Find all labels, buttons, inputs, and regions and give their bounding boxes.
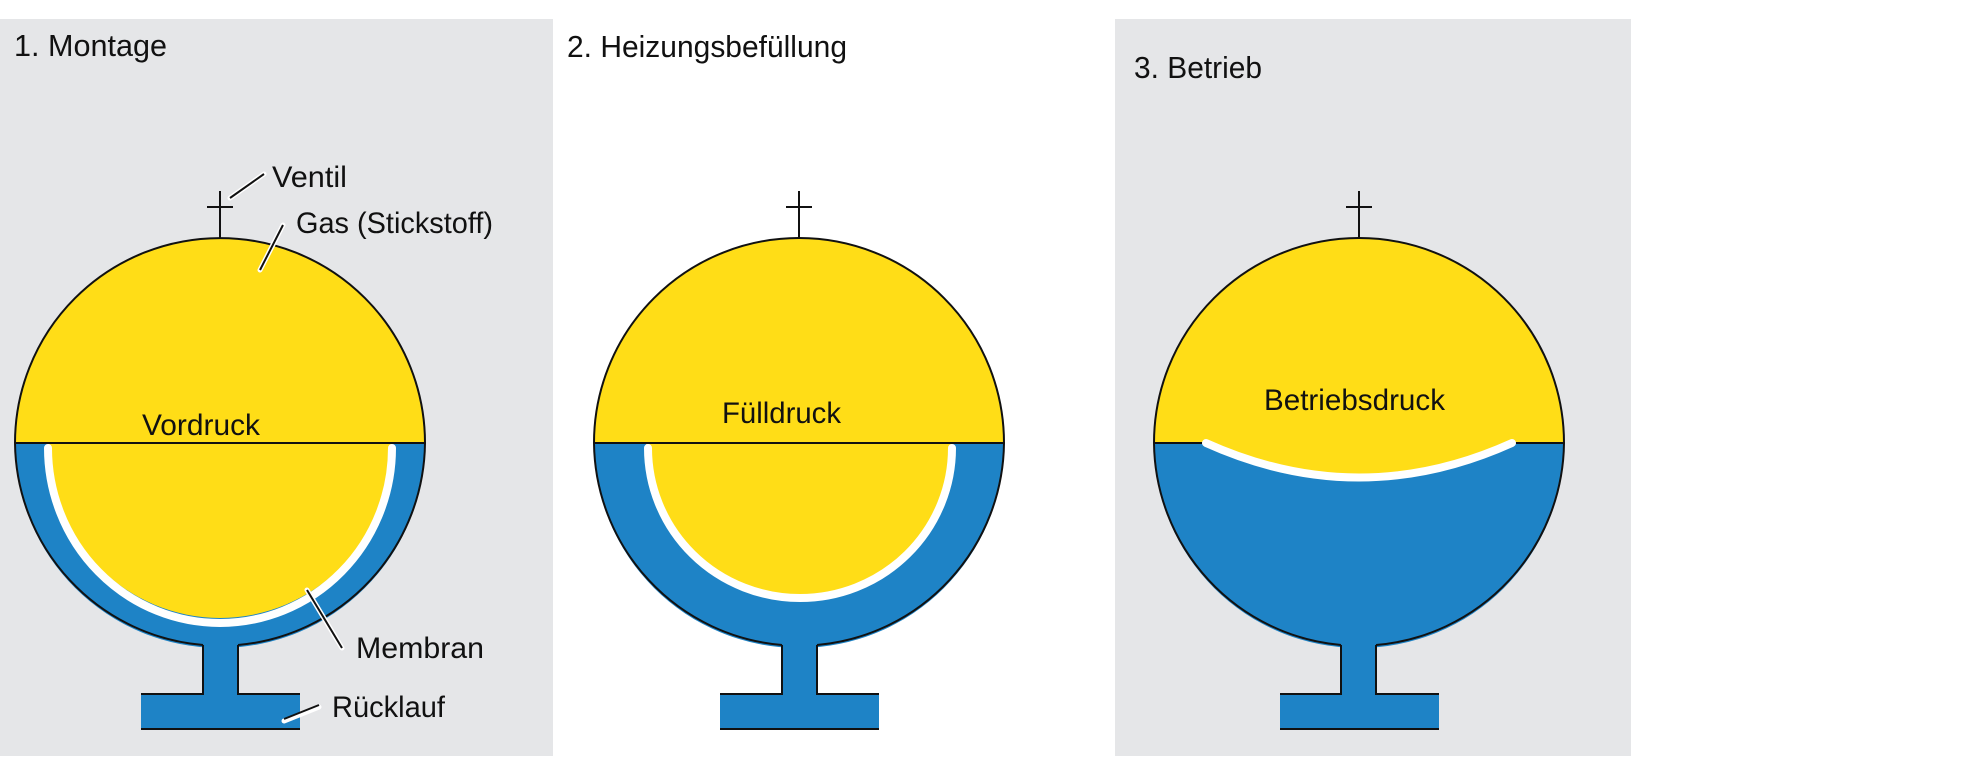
return-neck — [203, 640, 238, 696]
panel-title: 3. Betrieb — [1134, 50, 1262, 85]
valve-icon — [786, 191, 812, 239]
return-base — [720, 694, 879, 729]
label-gas: Gas (Stickstoff) — [296, 207, 493, 240]
panel-title: 2. Heizungsbefüllung — [567, 29, 847, 64]
label-pressure: Fülldruck — [722, 397, 842, 430]
label-membrane: Membran — [356, 632, 484, 665]
gas-region — [1154, 238, 1564, 474]
leader-return — [281, 704, 322, 724]
panel-title: 1. Montage — [14, 28, 167, 63]
leader-gas — [257, 222, 286, 273]
leader-membrane — [304, 587, 345, 651]
return-neck — [1341, 640, 1376, 696]
membrane — [44, 444, 396, 627]
base-outline — [141, 645, 300, 730]
base-outline — [720, 645, 879, 730]
panel-montage: 1. Montage — [0, 19, 553, 756]
return-neck — [782, 640, 817, 696]
panel-betrieb: 3. Betrieb Betriebsdruck — [1115, 19, 1631, 756]
label-return: Rücklauf — [332, 691, 446, 724]
label-pressure: Vordruck — [142, 409, 261, 442]
return-base — [141, 694, 300, 729]
valve-icon — [207, 191, 233, 239]
gas-region — [594, 238, 1004, 597]
return-base — [1280, 694, 1439, 729]
label-pressure: Betriebsdruck — [1264, 384, 1446, 417]
valve-icon — [1346, 191, 1372, 239]
base-outline — [1280, 645, 1439, 730]
expansion-vessel — [13, 191, 427, 730]
expansion-vessel — [1152, 191, 1566, 730]
membrane — [644, 444, 956, 602]
leader-valve — [227, 171, 267, 201]
expansion-vessel — [592, 191, 1006, 730]
label-valve: Ventil — [272, 161, 347, 194]
panel-heizungsbefuellung: 2. Heizungsbefüllung Fülldruck — [553, 19, 1115, 756]
gas-region — [15, 238, 425, 618]
water-region — [1154, 443, 1564, 648]
membrane — [1202, 439, 1516, 482]
